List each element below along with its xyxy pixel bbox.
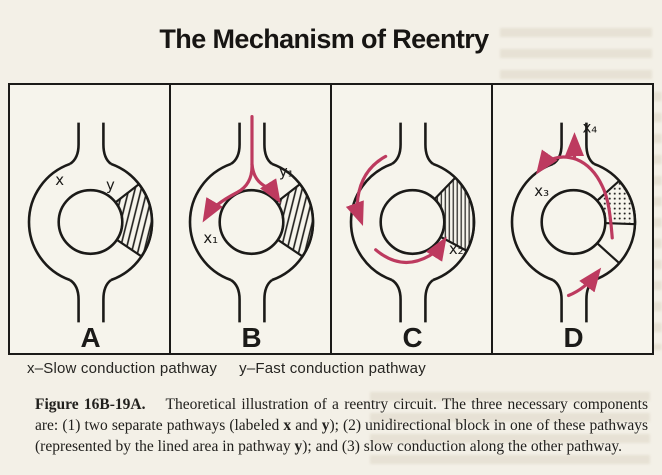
figure-title: The Mechanism of Reentry [159, 24, 489, 54]
caption-text-4: ); and (3) slow conduction along the oth… [302, 438, 622, 455]
reentry-arrow-x3 [536, 149, 614, 240]
caption-bold-y: y [321, 417, 330, 434]
legend-slow-pathway: x–Slow conduction pathway [27, 360, 218, 377]
caption-bold-y2: y [294, 438, 303, 455]
pathway-y1-label: y₁ [279, 162, 294, 180]
figure-caption: Figure 16B-19A.Theoretical illustration … [35, 394, 648, 457]
reentry-arrow-lower [566, 267, 602, 298]
segment-boundary-line [596, 242, 621, 265]
impulse-arrow-x1 [202, 115, 254, 223]
pathway-x3-label: x₃ [534, 182, 549, 200]
block-wedge-lined [275, 182, 315, 258]
caption-text-3: ); (2) unidirectional block in one of th… [35, 417, 648, 455]
pathway-x-label: x [55, 171, 64, 189]
impulse-arrow-y1 [250, 162, 281, 204]
pathway-y-label: y [106, 176, 115, 194]
block-wedge-lined [114, 182, 154, 258]
panel-a: x y A [10, 85, 171, 353]
pathway-x4-label: x₄ [582, 119, 597, 137]
panel-b-letter: B [241, 322, 261, 353]
conduction-arrow-x2 [374, 236, 447, 264]
caption-bold-x: x [283, 417, 292, 434]
panel-c: x₂ C [332, 85, 493, 353]
block-wedge-lined [433, 176, 476, 253]
panel-b-diagram: x₁ y₁ B [188, 115, 315, 353]
panel-a-letter: A [80, 322, 100, 353]
panel-c-diagram: x₂ C [345, 122, 476, 353]
panel-a-diagram: x y A [27, 122, 154, 353]
figure-number: Figure 16B-19A. [35, 396, 146, 413]
conduction-arrow-left [345, 154, 388, 226]
panel-c-letter: C [402, 322, 422, 353]
panel-d-diagram: x₃ x₄ D [510, 119, 637, 353]
panel-d: x₃ x₄ D [493, 85, 652, 353]
reentry-diagram-box: x y A [8, 83, 654, 355]
legend: x–Slow conduction pathway y–Fast conducti… [27, 360, 448, 377]
pathway-x2-label: x₂ [449, 240, 464, 258]
block-wedge-dotted [595, 179, 637, 226]
legend-fast-pathway: y–Fast conduction pathway [239, 360, 426, 377]
caption-text-2: and [291, 417, 322, 434]
pathway-x1-label: x₁ [203, 229, 218, 247]
panel-d-letter: D [563, 322, 583, 353]
caption-text-1: Theoretical illustration of a reentry ci… [35, 396, 648, 434]
panel-b: x₁ y₁ B [171, 85, 332, 353]
